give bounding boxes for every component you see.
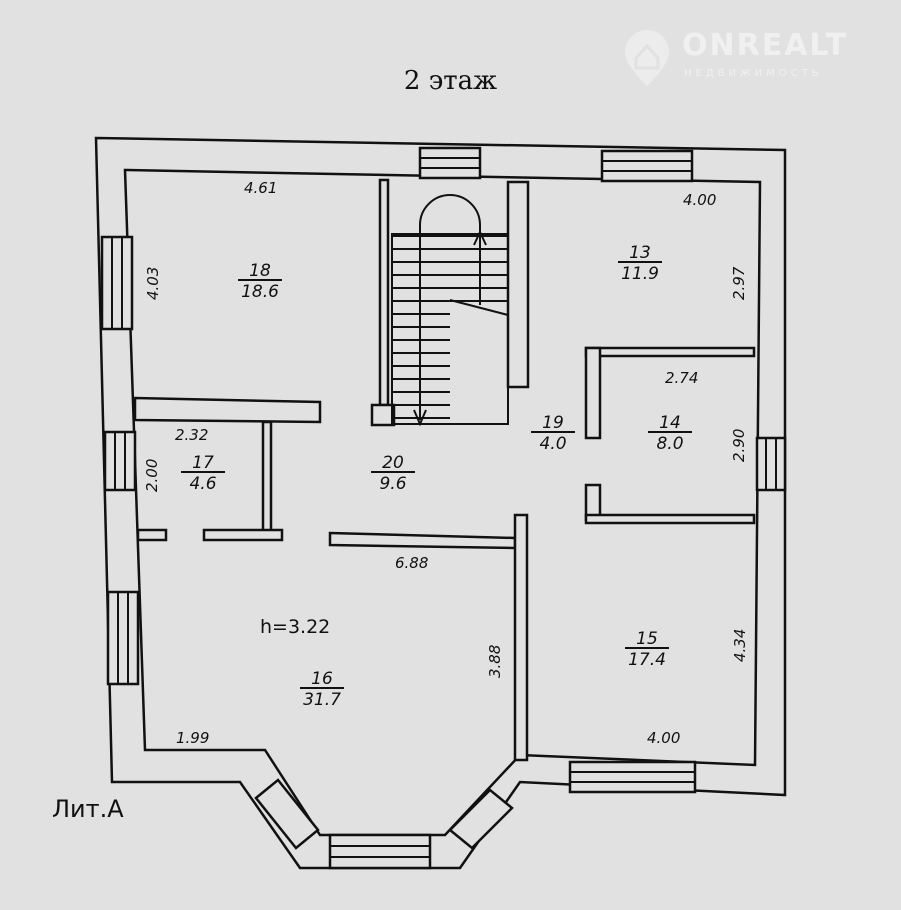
room-number: 17	[192, 453, 214, 473]
dimension-labels: 4.61 4.03 4.00 2.97 2.74 2.90 2.32 2.00 …	[143, 179, 749, 747]
room-label-20: 209.6	[371, 453, 415, 494]
dim-room18-height: 4.03	[144, 267, 162, 300]
room-area: 4.6	[189, 474, 216, 494]
room-number: 19	[542, 413, 564, 433]
dim-room16-height: 3.88	[486, 645, 504, 678]
room-area: 9.6	[379, 474, 406, 494]
room-number: 15	[636, 629, 658, 649]
house-pin-icon	[625, 30, 669, 86]
dim-room13-width: 4.00	[683, 191, 716, 209]
interior-walls	[133, 178, 756, 762]
dim-room16-bay: 1.99	[176, 729, 209, 747]
room-number: 20	[382, 453, 404, 473]
ceiling-height: h=3.22	[260, 616, 330, 638]
floor-title: 2 этаж	[403, 66, 498, 96]
outer-walls	[94, 136, 787, 870]
dim-room14-width: 2.74	[665, 369, 698, 387]
room-label-17: 174.6	[181, 453, 225, 494]
dim-room18-width: 4.61	[244, 179, 277, 197]
room-number: 13	[629, 243, 651, 263]
watermark-sub: НЕДВИЖИМОСТЬ	[684, 68, 823, 79]
room-area: 4.0	[539, 434, 566, 454]
dim-room17-height: 2.00	[143, 459, 161, 492]
room-number: 18	[249, 261, 271, 281]
room-number: 14	[659, 413, 681, 433]
windows	[100, 146, 787, 870]
watermark-name: ONREALT	[682, 28, 849, 63]
dim-room14-height: 2.90	[730, 429, 748, 462]
room-label-19: 194.0	[531, 413, 575, 454]
dim-room15-height: 4.34	[731, 629, 749, 662]
staircase	[391, 194, 509, 427]
room-area: 17.4	[628, 650, 666, 670]
room-area: 11.9	[621, 264, 659, 284]
room-number: 16	[311, 669, 333, 689]
dim-room13-height: 2.97	[730, 266, 748, 300]
room-area: 18.6	[241, 282, 279, 302]
letter-label: Лит.А	[52, 795, 124, 823]
room-label-14: 148.0	[648, 413, 692, 454]
dim-room15-width: 4.00	[647, 729, 680, 747]
room-area: 31.7	[303, 690, 341, 710]
dim-room17-width: 2.32	[175, 426, 208, 444]
room-area: 8.0	[656, 434, 683, 454]
dim-room16-width: 6.88	[395, 554, 428, 572]
